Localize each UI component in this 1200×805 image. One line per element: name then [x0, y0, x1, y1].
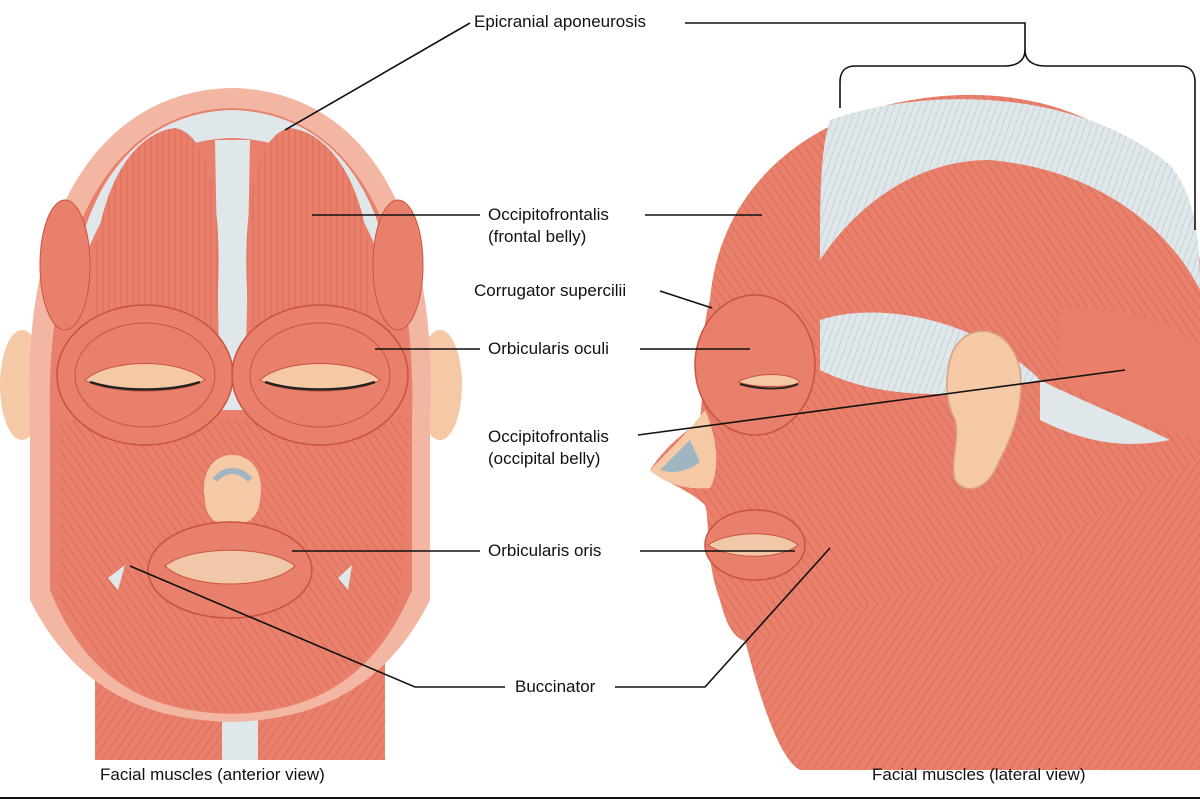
eye-left: [84, 363, 206, 392]
label-epicranial-aponeurosis: Epicranial aponeurosis: [474, 12, 646, 31]
eye-lateral: [736, 374, 801, 387]
buccinator-right-tendon: [338, 565, 352, 590]
label-buccinator: Buccinator: [515, 677, 596, 696]
label-corrugator-supercilii: Corrugator supercilii: [474, 281, 627, 300]
nasal-cartilage: [212, 468, 253, 483]
occipital-belly: [1060, 307, 1200, 440]
temporalis-left: [39, 199, 91, 331]
caption-anterior-view: Facial muscles (anterior view): [100, 765, 325, 784]
leader-buccinator-lateral: [615, 547, 831, 688]
leader-occipital-belly: [637, 369, 1126, 436]
leader-buccinator-anterior: [129, 565, 505, 688]
leader-epicranial-anterior: [284, 22, 471, 131]
label-occipitofrontalis-occipital-line2: (occipital belly): [488, 449, 601, 468]
eyelash-lateral: [739, 383, 799, 390]
temporalis-right: [372, 199, 424, 331]
nose-anterior: [204, 455, 261, 525]
eye-right: [259, 363, 381, 392]
anterior-view-head: [0, 88, 462, 760]
label-orbicularis-oculi: Orbicularis oculi: [488, 339, 609, 358]
orbicularis-oculi-right-ring: [249, 322, 391, 428]
label-occipitofrontalis-frontal-line2: (frontal belly): [488, 227, 587, 246]
label-occipitofrontalis-occipital-line1: Occipitofrontalis: [488, 427, 609, 446]
frontal-belly-left-fibers: [93, 128, 219, 330]
aponeurosis-lateral-fibers: [820, 99, 1200, 290]
orbicularis-oculi-lateral: [694, 294, 816, 436]
label-occipitofrontalis-occipital: Occipitofrontalis (occipital belly): [488, 426, 609, 470]
leader-lines: [129, 22, 1196, 688]
eyelash-left: [89, 380, 201, 391]
ear-lateral: [945, 330, 1022, 490]
lateral-view-head: [650, 94, 1200, 770]
leader-epicranial-bracket-right: [1024, 49, 1196, 230]
buccinator-left-tendon: [108, 565, 125, 590]
caption-lateral-view: Facial muscles (lateral view): [872, 765, 1086, 784]
orbicularis-oculi-left-ring: [74, 322, 216, 428]
lips-anterior: [164, 549, 296, 585]
occipital-tendon: [1040, 380, 1170, 444]
eyelash-right: [264, 380, 376, 391]
frontal-belly-right-fibers: [246, 128, 372, 330]
nose-cartilage-lateral: [660, 440, 700, 473]
label-occipitofrontalis-frontal: Occipitofrontalis (frontal belly): [488, 204, 609, 248]
label-orbicularis-oris: Orbicularis oris: [488, 541, 602, 560]
leader-corrugator: [659, 290, 713, 309]
leader-epicranial-bracket-left: [685, 22, 1026, 108]
label-occipitofrontalis-frontal-line1: Occipitofrontalis: [488, 205, 609, 224]
